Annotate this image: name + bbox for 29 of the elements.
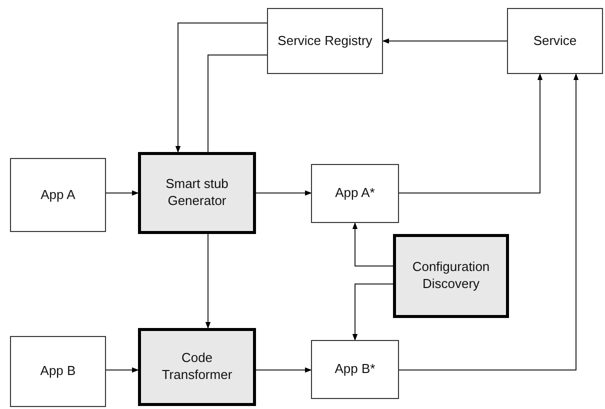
box-label: Configuration Discovery bbox=[411, 259, 491, 293]
arrow bbox=[256, 367, 312, 373]
component-box bbox=[311, 340, 399, 399]
arrow bbox=[352, 284, 394, 341]
arrow bbox=[256, 190, 312, 196]
process-box bbox=[138, 328, 256, 406]
box-label: Service Registry bbox=[276, 32, 374, 50]
arrow bbox=[352, 222, 394, 266]
arrow bbox=[175, 22, 268, 153]
box-label: App A* bbox=[334, 185, 376, 202]
box-label: Smart stub Generator bbox=[164, 176, 230, 210]
component-box bbox=[10, 158, 106, 232]
component-box bbox=[311, 164, 399, 223]
component-box bbox=[10, 336, 106, 407]
box-label: Service bbox=[532, 32, 578, 50]
process-box bbox=[138, 152, 256, 234]
arrow bbox=[106, 190, 139, 196]
arrow bbox=[398, 73, 579, 370]
arrow bbox=[106, 367, 139, 373]
component-box bbox=[507, 8, 603, 74]
process-box bbox=[393, 234, 509, 318]
component-box bbox=[267, 8, 383, 74]
arrow bbox=[398, 73, 543, 194]
arrow bbox=[382, 38, 508, 44]
box-label: App B bbox=[39, 363, 77, 380]
box-label: App A bbox=[40, 186, 76, 204]
box-label: App B* bbox=[334, 361, 376, 378]
box-label: Code Transformer bbox=[160, 350, 234, 384]
arrow bbox=[205, 234, 211, 329]
